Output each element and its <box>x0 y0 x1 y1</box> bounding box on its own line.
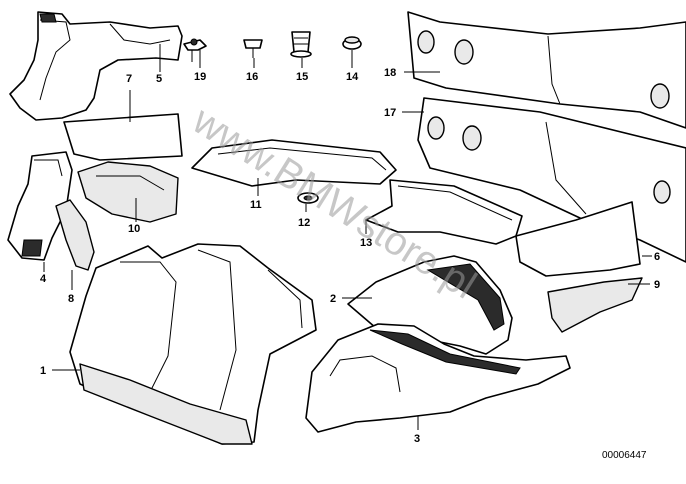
callout-11: 11 <box>250 199 262 211</box>
callout-18: 18 <box>384 67 396 79</box>
callout-6: 6 <box>654 251 660 263</box>
callout-15: 15 <box>296 71 308 83</box>
document-number: 00006447 <box>602 450 647 461</box>
part-14-plug-cap[interactable] <box>342 36 362 50</box>
callout-16: 16 <box>246 71 258 83</box>
part-12-grommet[interactable] <box>297 192 319 204</box>
part-5-side-trim[interactable] <box>9 11 183 121</box>
part-4-pillar-trim[interactable] <box>7 151 73 261</box>
callout-2: 2 <box>330 293 336 305</box>
part-6-side-panel[interactable] <box>515 201 641 277</box>
part-7-flat-panel[interactable] <box>63 113 183 161</box>
callout-1: 1 <box>40 365 46 377</box>
part-10-bracket-panel[interactable] <box>77 161 179 223</box>
callout-3: 3 <box>414 433 420 445</box>
callout-13: 13 <box>360 237 372 249</box>
part-16-push-rivet[interactable] <box>243 39 263 58</box>
callout-12: 12 <box>298 217 310 229</box>
callout-14: 14 <box>346 71 359 83</box>
callout-10: 10 <box>128 223 140 235</box>
part-13-rear-mat[interactable] <box>365 179 523 245</box>
part-15-expansion-rivet[interactable] <box>290 31 312 58</box>
part-19-clip-fastener[interactable] <box>183 38 207 62</box>
callout-8: 8 <box>68 293 74 305</box>
part-3-right-side-trim[interactable] <box>305 323 571 433</box>
part-11-floor-mat[interactable] <box>191 139 397 187</box>
callout-17: 17 <box>384 107 396 119</box>
part-18-upper-rear-panel[interactable] <box>407 11 686 129</box>
callout-9: 9 <box>654 279 660 291</box>
callout-19: 19 <box>194 71 206 83</box>
callout-4: 4 <box>40 273 47 285</box>
part-9-sill-strip[interactable] <box>547 277 643 333</box>
part-1-bulkhead-trim[interactable] <box>69 243 317 445</box>
callout-7: 7 <box>126 73 132 85</box>
part-8-narrow-insert[interactable] <box>55 199 95 271</box>
callout-5: 5 <box>156 73 162 85</box>
